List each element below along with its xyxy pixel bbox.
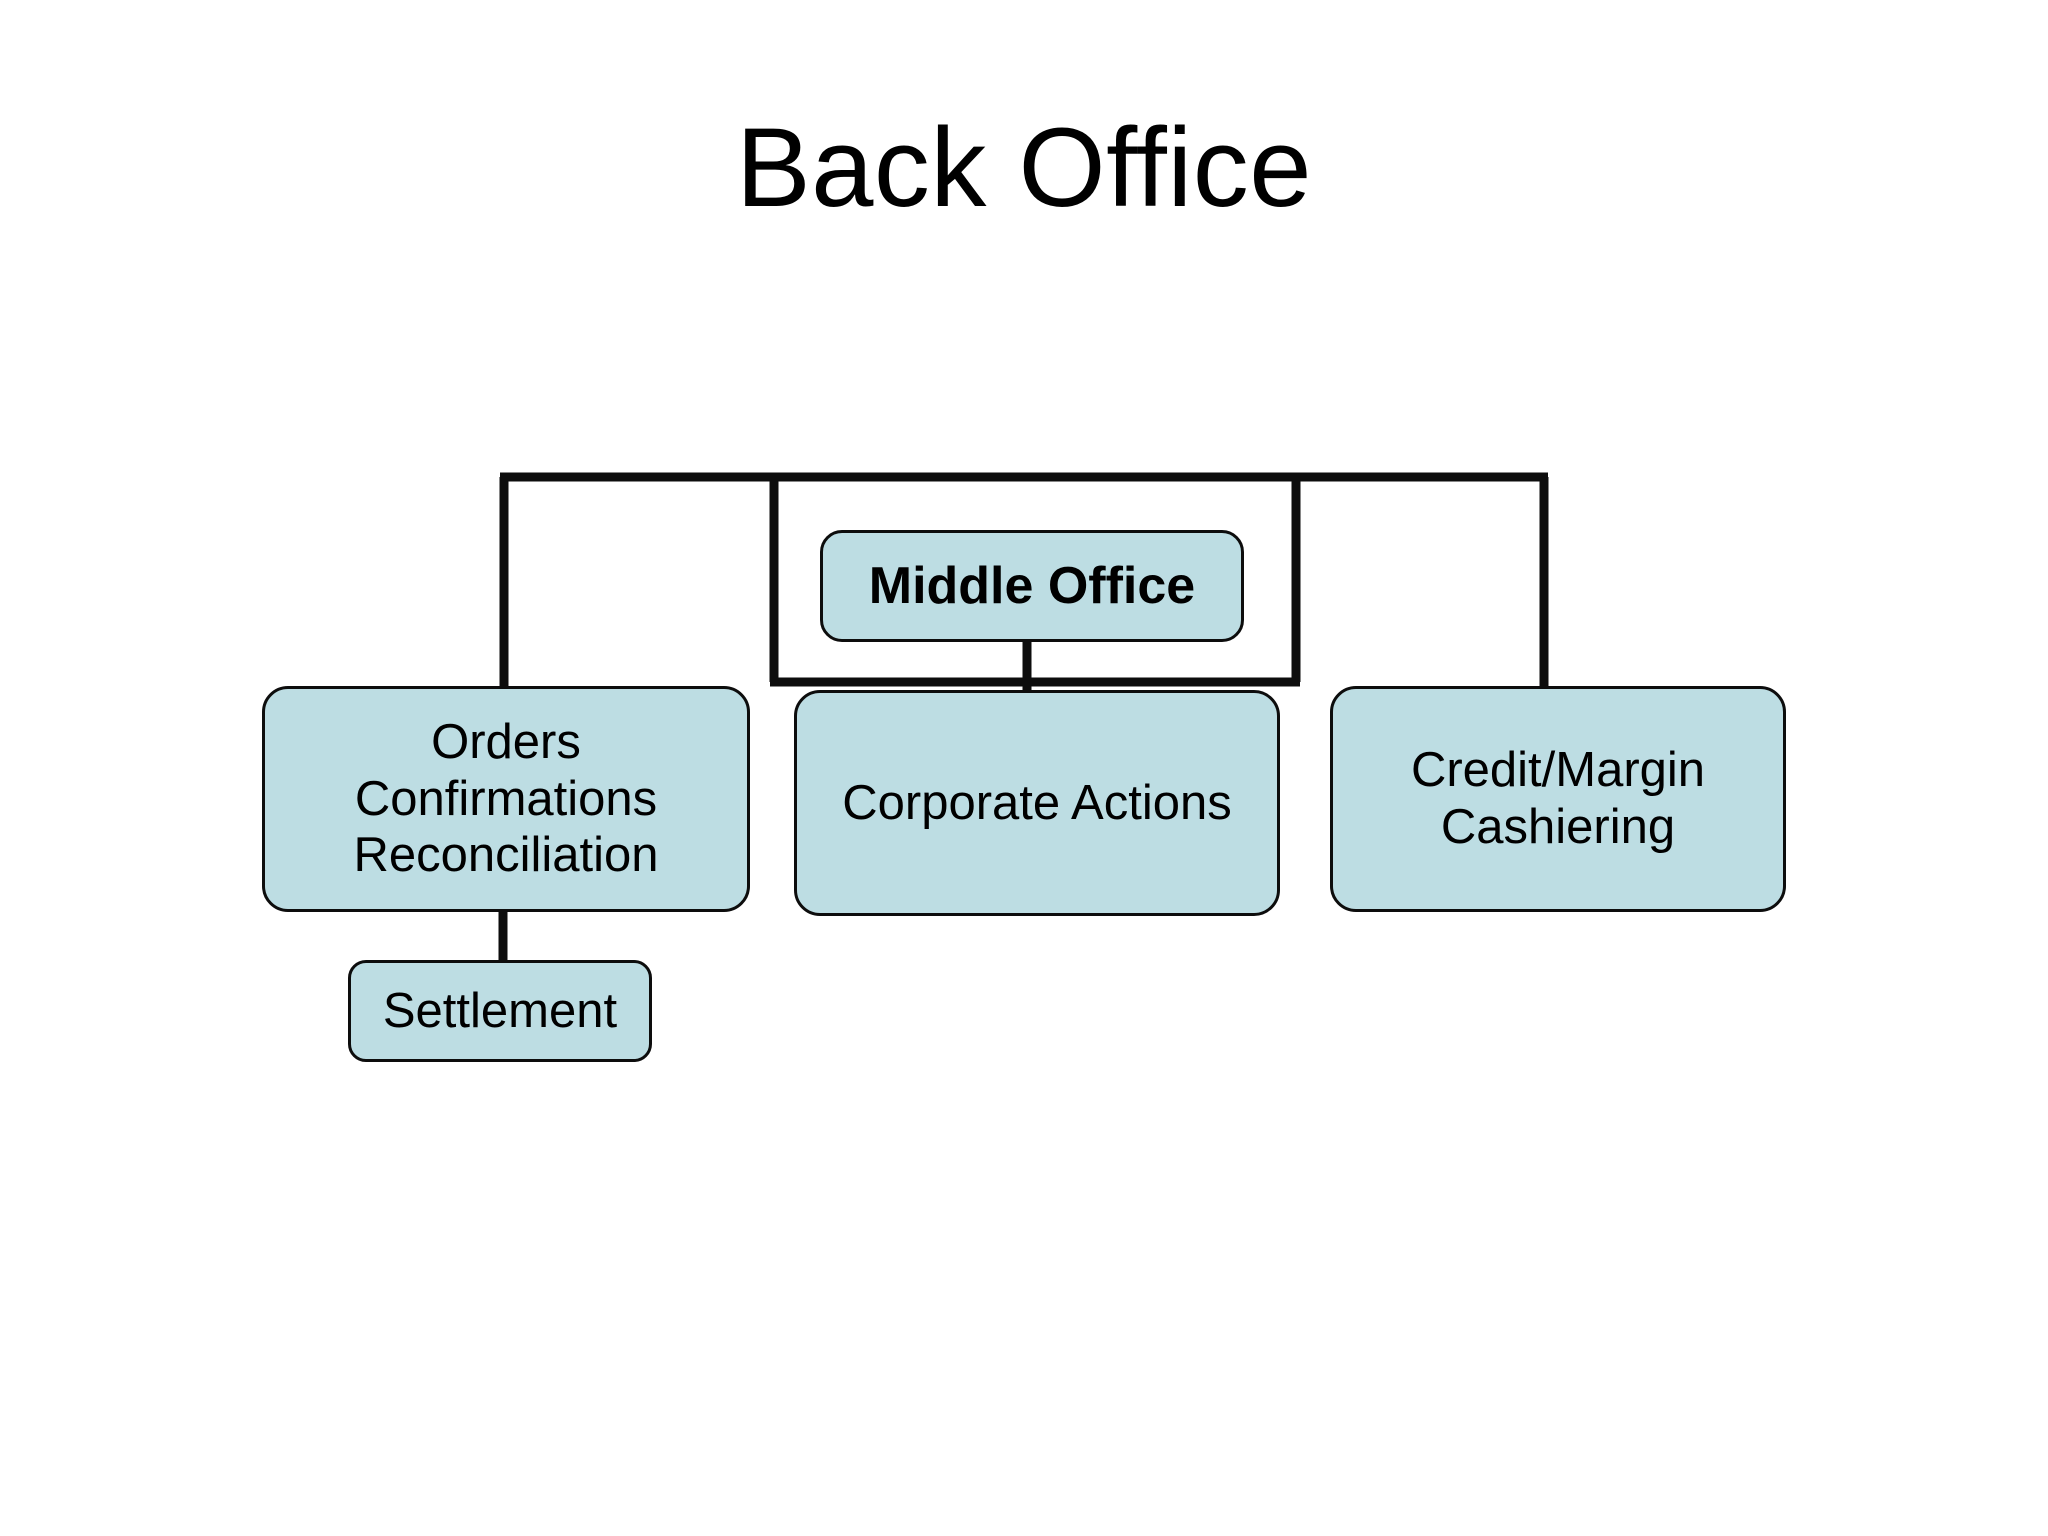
node-middle-office[interactable]: Middle Office	[820, 530, 1244, 642]
node-corporate-actions[interactable]: Corporate Actions	[794, 690, 1280, 916]
page-title: Back Office	[735, 105, 1313, 230]
node-settlement[interactable]: Settlement	[348, 960, 652, 1062]
node-credit-margin-label: Credit/Margin Cashiering	[1410, 743, 1706, 854]
node-orders-confirmations-reconciliation[interactable]: Orders Confirmations Reconciliation	[262, 686, 750, 912]
node-middle-office-label: Middle Office	[868, 556, 1196, 615]
node-corporate-actions-label: Corporate Actions	[842, 775, 1232, 830]
node-credit-margin-cashiering[interactable]: Credit/Margin Cashiering	[1330, 686, 1786, 912]
node-settlement-label: Settlement	[382, 983, 618, 1038]
node-orders-label: Orders Confirmations Reconciliation	[353, 714, 659, 883]
